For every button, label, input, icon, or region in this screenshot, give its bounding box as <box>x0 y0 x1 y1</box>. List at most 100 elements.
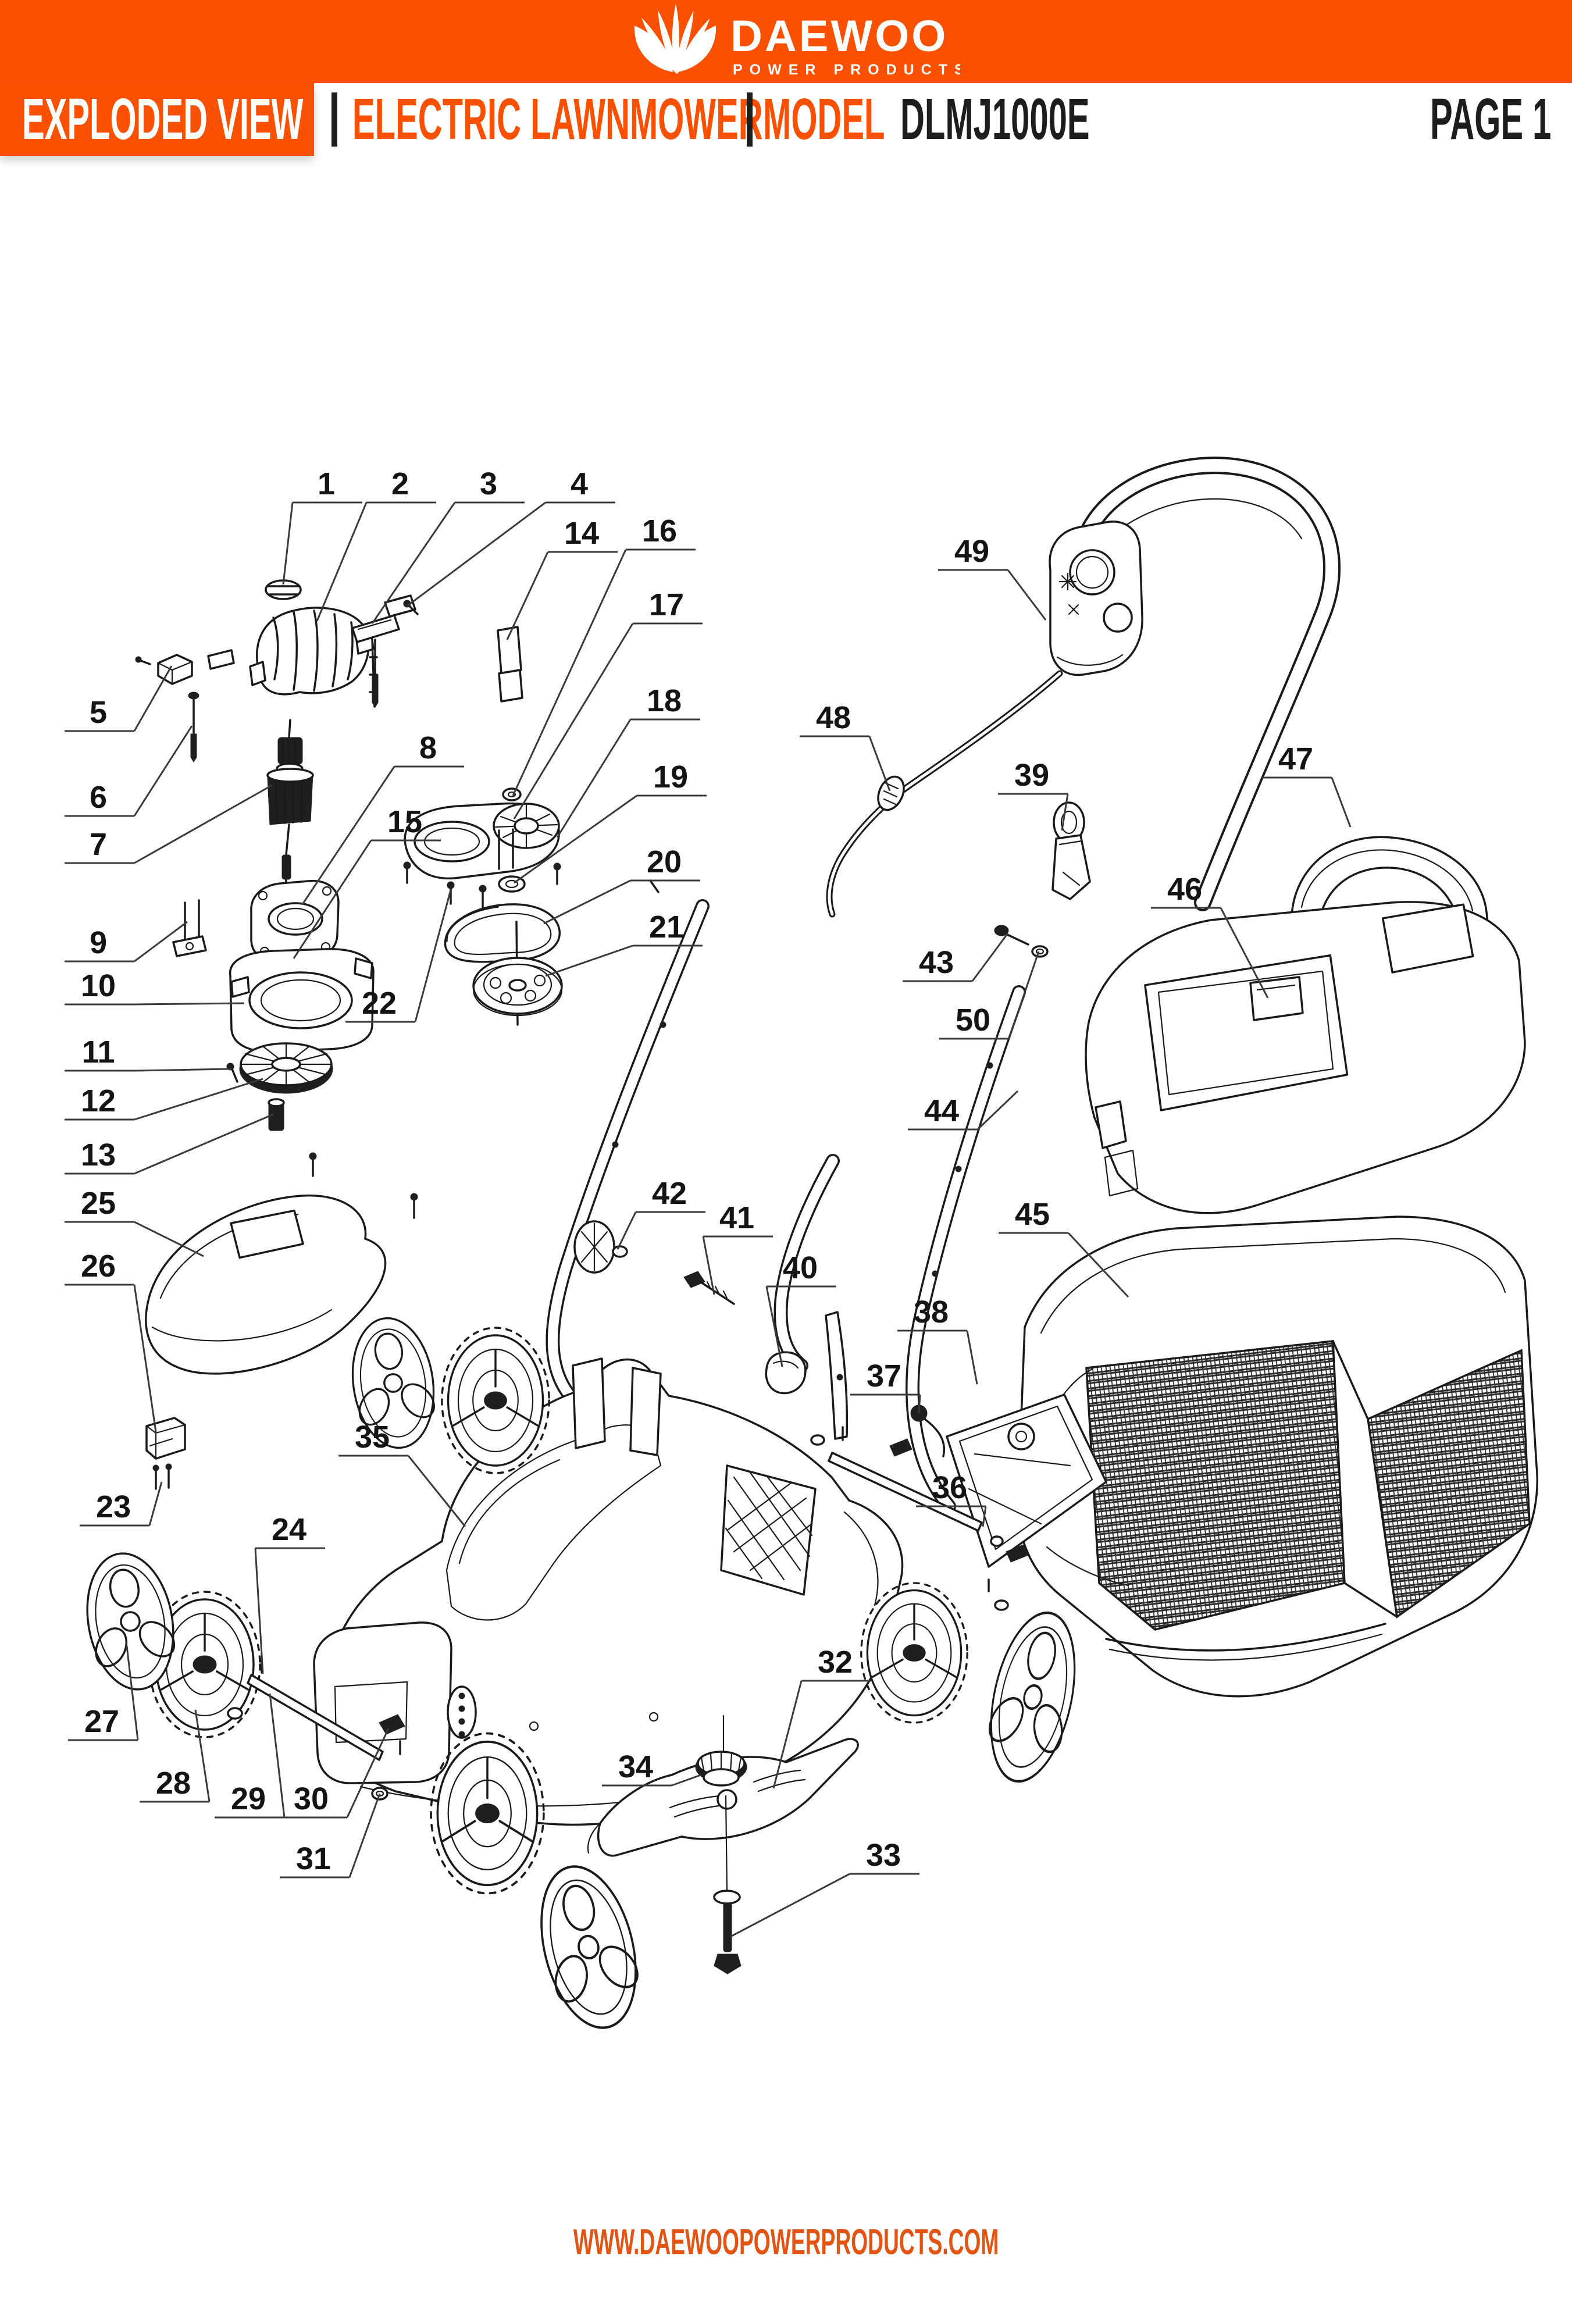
part-label-12: 12 <box>65 1078 263 1121</box>
svg-text:5: 5 <box>90 695 107 730</box>
pins-23-drawing <box>152 1463 172 1490</box>
part-label-49: 49 <box>938 534 1047 621</box>
blade-adapter-34-drawing <box>695 1715 747 1892</box>
part-label-38: 38 <box>897 1295 978 1385</box>
svg-text:18: 18 <box>647 683 682 718</box>
screw-6-drawing <box>188 692 199 762</box>
wheel-cover-right-drawing <box>974 1605 1092 1790</box>
svg-text:49: 49 <box>954 534 989 569</box>
part-label-8: 8 <box>301 730 464 905</box>
header-band: DAEWOO POWER PRODUCTS <box>0 0 1572 83</box>
svg-text:21: 21 <box>649 910 684 944</box>
part-label-46: 46 <box>1151 872 1269 999</box>
part-label-42: 42 <box>616 1176 705 1250</box>
pulley-21-drawing <box>472 921 563 1026</box>
part-label-43: 43 <box>903 933 1008 982</box>
pin-plate-9-drawing <box>172 899 207 957</box>
part-label-24: 24 <box>254 1512 325 1674</box>
cover-plate-40-drawing <box>765 1351 807 1395</box>
part-label-5: 5 <box>65 665 173 732</box>
door-rod-36-drawing <box>810 1426 1029 1611</box>
svg-text:7: 7 <box>90 827 107 862</box>
clip-26-drawing <box>145 1417 186 1460</box>
part-label-7: 7 <box>65 784 273 864</box>
daewoo-leaf-icon <box>634 3 717 74</box>
svg-text:11: 11 <box>81 1035 115 1070</box>
part-label-29: 29 <box>215 1693 286 1819</box>
svg-text:12: 12 <box>81 1083 116 1118</box>
svg-text:17: 17 <box>649 587 684 622</box>
svg-text:3: 3 <box>480 466 497 501</box>
part-label-21: 21 <box>545 910 703 977</box>
shoulder-bolt-30-drawing <box>379 1714 405 1755</box>
part-label-2: 2 <box>316 466 436 622</box>
brush-plate-drawing <box>351 594 416 708</box>
svg-text:24: 24 <box>272 1512 306 1547</box>
part-label-37: 37 <box>850 1359 921 1414</box>
svg-text:26: 26 <box>81 1249 116 1284</box>
blade-32-drawing <box>587 1738 859 1857</box>
footer: WWW.DAEWOOPOWERPRODUCTS.COM <box>0 2222 1572 2263</box>
part-label-15: 15 <box>293 804 441 959</box>
part-label-11: 11 <box>65 1035 232 1072</box>
part-label-44: 44 <box>908 1090 1019 1131</box>
svg-text:10: 10 <box>81 968 116 1003</box>
svg-text:35: 35 <box>355 1420 390 1455</box>
part-label-14: 14 <box>506 516 618 640</box>
part-label-19: 19 <box>514 760 707 884</box>
cable-grommet-48-drawing <box>877 775 905 811</box>
part-label-18: 18 <box>556 683 700 838</box>
svg-text:34: 34 <box>618 1749 653 1784</box>
separator-bar-2 <box>747 92 753 147</box>
part-label-50: 50 <box>939 951 1040 1040</box>
drive-belt-drawing <box>444 903 561 963</box>
svg-text:16: 16 <box>642 514 677 548</box>
armature-rotor-drawing <box>266 719 314 890</box>
svg-text:46: 46 <box>1167 872 1202 907</box>
svg-text:31: 31 <box>296 1841 331 1876</box>
screw-11-drawing <box>226 1063 238 1083</box>
washer-50-drawing <box>1031 945 1049 958</box>
svg-text:1: 1 <box>318 466 335 501</box>
brand-name: DAEWOO <box>730 12 948 61</box>
svg-text:23: 23 <box>96 1489 131 1524</box>
svg-text:47: 47 <box>1278 742 1313 776</box>
svg-text:43: 43 <box>919 945 954 980</box>
part-label-13: 13 <box>65 1113 274 1175</box>
part-label-27: 27 <box>68 1645 139 1741</box>
part-label-17: 17 <box>513 587 703 819</box>
part-label-23: 23 <box>80 1481 163 1527</box>
svg-text:19: 19 <box>653 760 688 794</box>
svg-text:22: 22 <box>362 986 397 1021</box>
svg-text:33: 33 <box>866 1838 901 1873</box>
view-label: EXPLODED VIEW <box>22 87 304 152</box>
part-label-40: 40 <box>765 1250 836 1367</box>
product-title: ELECTRIC LAWNMOWER <box>352 87 763 152</box>
part-label-25: 25 <box>65 1186 204 1257</box>
gear-case-drawing <box>404 802 660 893</box>
part-label-35: 35 <box>338 1420 466 1527</box>
rear-door-38-drawing <box>946 1393 1107 1568</box>
svg-text:42: 42 <box>652 1176 687 1211</box>
footer-url[interactable]: WWW.DAEWOOPOWERPRODUCTS.COM <box>573 2222 999 2262</box>
svg-text:14: 14 <box>564 516 599 551</box>
part-label-3: 3 <box>371 466 525 624</box>
model-value: DLMJ1000E <box>900 87 1090 152</box>
svg-text:8: 8 <box>419 730 437 765</box>
part-label-47: 47 <box>1262 742 1352 828</box>
svg-text:9: 9 <box>90 925 107 960</box>
motor-housing-drawing <box>249 607 375 696</box>
view-label-box: EXPLODED VIEW <box>0 83 314 156</box>
part-label-32: 32 <box>772 1645 871 1789</box>
svg-text:2: 2 <box>391 466 409 501</box>
upper-handlebar-drawing <box>1080 457 1341 911</box>
svg-text:20: 20 <box>647 844 682 879</box>
part-label-4: 4 <box>407 466 615 607</box>
lower-handle-tubes-drawing <box>546 899 1026 1513</box>
svg-text:25: 25 <box>81 1186 116 1221</box>
svg-text:50: 50 <box>956 1003 990 1038</box>
part-label-6: 6 <box>65 725 193 817</box>
